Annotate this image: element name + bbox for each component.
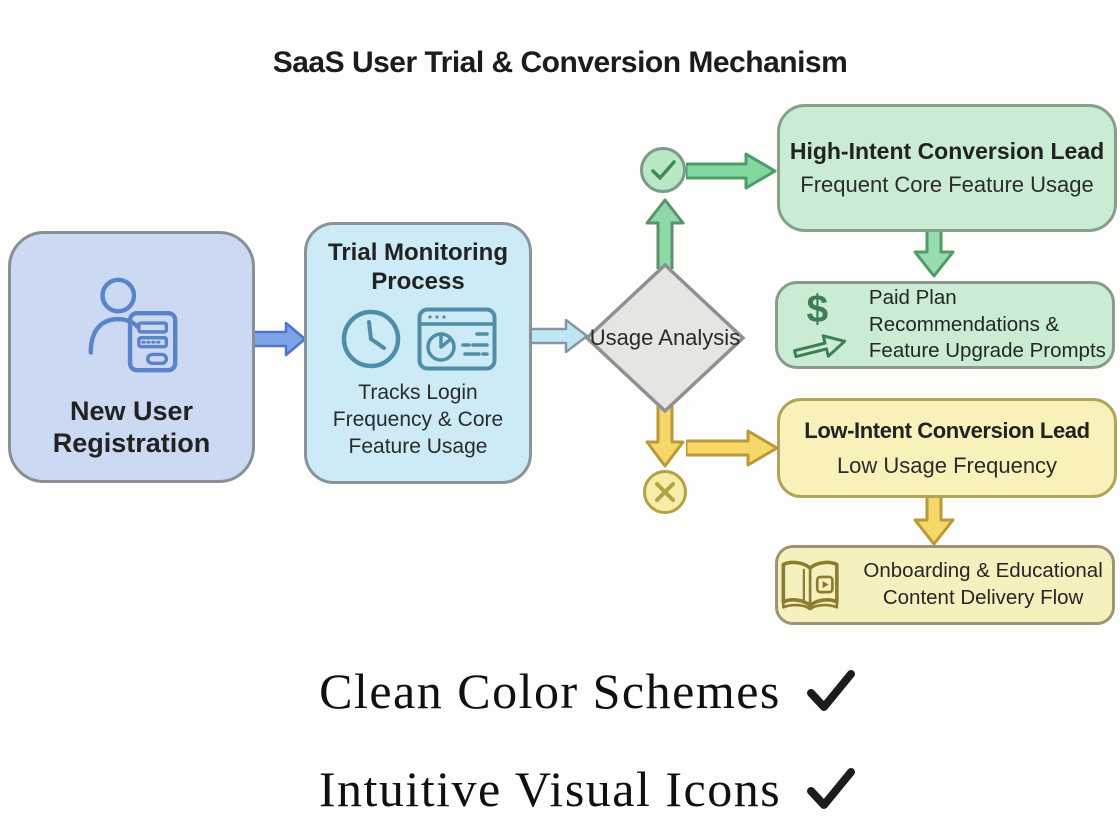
- node-label: Paid Plan Recommendations & Feature Upgr…: [868, 286, 1106, 363]
- decision-label: Usage Analysis: [589, 325, 741, 351]
- cross-circle-icon: [643, 470, 687, 514]
- node-description: Tracks Login Frequency & Core Feature Us…: [332, 380, 504, 459]
- feature-line-visual-icons: Intuitive Visual Icons: [319, 760, 857, 818]
- user-registration-icon: [88, 277, 177, 372]
- analytics-dashboard-icon: [417, 307, 497, 371]
- node-low-intent-lead: Low-Intent Conversion Lead Low Usage Fre…: [777, 398, 1117, 498]
- node-label: New User Registration: [52, 395, 211, 458]
- dollar-upsell-icon: $: [793, 288, 847, 359]
- node-label: Onboarding & Educational Content Deliver…: [863, 559, 1103, 609]
- monitoring-icons: [339, 307, 497, 371]
- arrow-low-intent-to-onboarding: [913, 496, 955, 546]
- decision-diamond: [584, 262, 746, 414]
- node-title: Low-Intent Conversion Lead: [804, 417, 1090, 443]
- clock-icon: [341, 309, 401, 368]
- node-title: Trial Monitoring Process: [328, 239, 508, 295]
- node-onboarding-content: Onboarding & Educational Content Deliver…: [775, 545, 1115, 625]
- arrow-check-to-high-intent: [686, 152, 777, 190]
- open-book-video-icon: [781, 560, 839, 611]
- arrow-registration-to-monitoring: [250, 321, 307, 357]
- arrow-decision-to-cross: [645, 406, 685, 468]
- node-new-user-registration: New User Registration: [8, 231, 255, 483]
- feature-text: Clean Color Schemes: [319, 663, 781, 719]
- svg-text:$: $: [806, 288, 828, 331]
- feature-line-color-schemes: Clean Color Schemes: [319, 662, 857, 720]
- feature-callouts: Clean Color Schemes Intuitive Visual Ico…: [28, 662, 1120, 818]
- diagram-title: SaaS User Trial & Conversion Mechanism: [272, 46, 848, 79]
- node-paid-plan-recommendations: $ Paid Plan Recommendations & Feature Up…: [775, 281, 1115, 369]
- arrow-cross-to-low-intent: [686, 429, 779, 467]
- arrow-monitoring-to-decision: [528, 318, 589, 354]
- check-circle-icon: [640, 147, 686, 193]
- arrow-high-intent-to-paid-plan: [913, 230, 955, 278]
- node-trial-monitoring-process: Trial Monitoring Process Tracks Login Fr…: [304, 222, 532, 484]
- arrow-decision-to-check: [645, 198, 685, 269]
- feature-text: Intuitive Visual Icons: [318, 761, 782, 817]
- node-title: High-Intent Conversion Lead: [789, 137, 1105, 164]
- node-subtitle: Low Usage Frequency: [836, 452, 1058, 478]
- node-subtitle: Frequent Core Feature Usage: [800, 172, 1094, 198]
- checkmark-icon: [806, 670, 855, 711]
- checkmark-icon: [807, 768, 856, 809]
- node-high-intent-lead: High-Intent Conversion Lead Frequent Cor…: [777, 104, 1117, 232]
